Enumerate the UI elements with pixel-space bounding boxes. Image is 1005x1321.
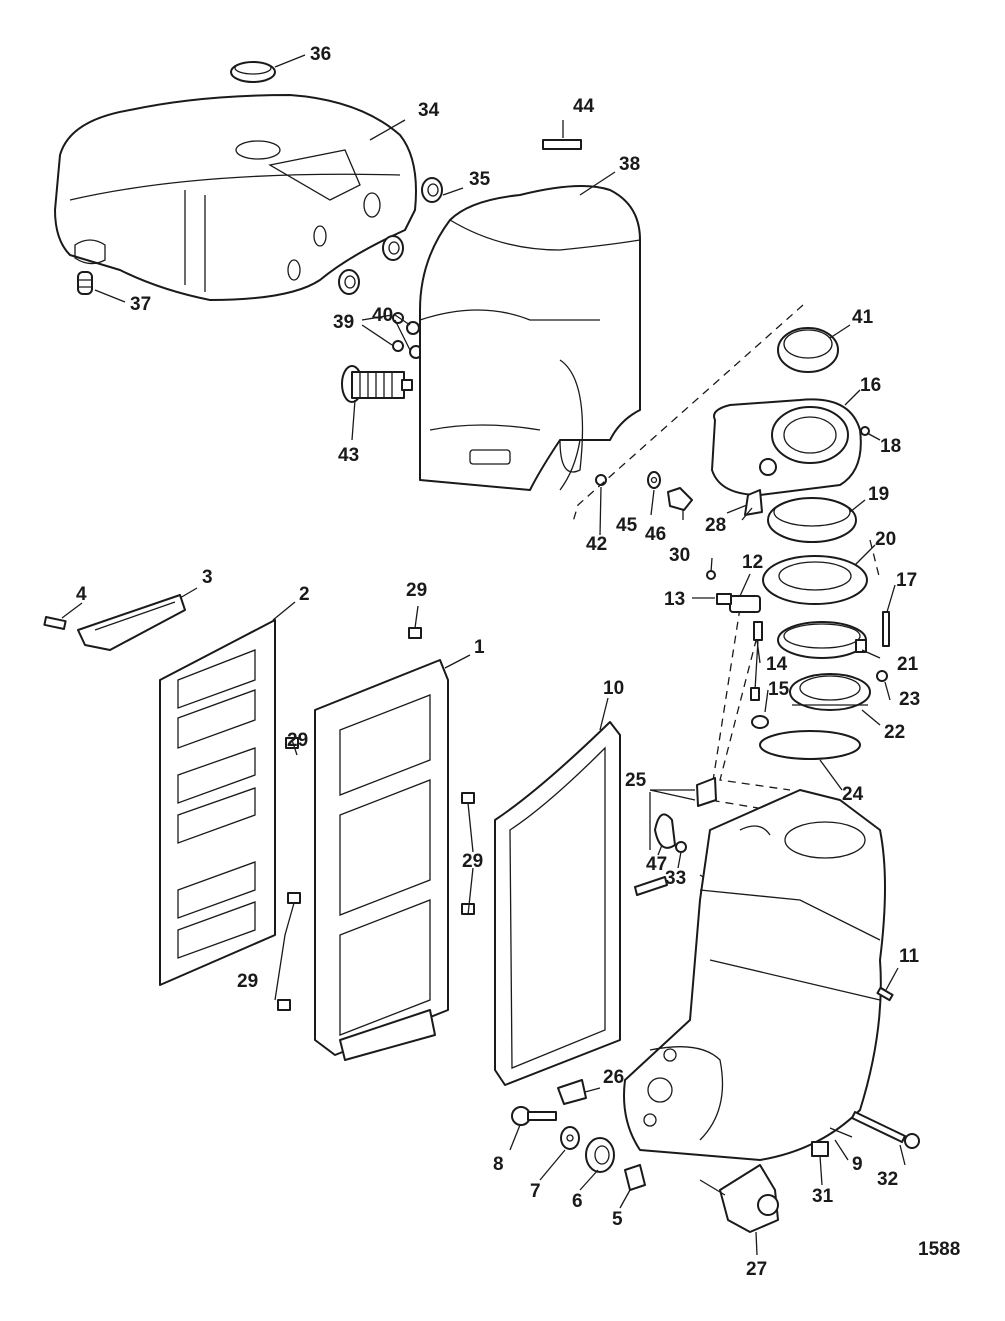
callout-5: 5	[612, 1209, 623, 1230]
callout-10: 10	[603, 678, 624, 699]
callout-38: 38	[619, 154, 640, 175]
callout-1: 1	[474, 637, 485, 658]
callout-14: 14	[766, 654, 788, 675]
clip-part-26[interactable]	[557, 1079, 587, 1105]
leader-lines	[61, 54, 906, 1256]
callout-36: 36	[310, 44, 331, 65]
gasket-part-10[interactable]	[494, 721, 621, 1086]
bolt-part-11[interactable]	[876, 986, 894, 1002]
assembly-dashed-lines	[571, 304, 886, 991]
callout-7: 7	[530, 1181, 541, 1202]
callout-labels: 1 2 3 4 5 6 7 8 9 10 11 12 13 14 15 16 1…	[76, 44, 960, 1280]
callout-3: 3	[202, 567, 213, 588]
callout-4: 4	[76, 584, 87, 605]
callout-39: 39	[333, 312, 354, 333]
callout-20: 20	[875, 529, 896, 550]
callout-43: 43	[338, 445, 359, 466]
bolt-part-17[interactable]	[882, 611, 890, 647]
filter-part-43[interactable]	[341, 365, 413, 403]
grommet-part-6[interactable]	[585, 1137, 615, 1173]
callout-41: 41	[852, 307, 874, 328]
oring-part-24[interactable]	[759, 730, 861, 760]
callout-17: 17	[896, 570, 917, 591]
sensor-parts-12-15[interactable]	[706, 570, 769, 729]
callout-2: 2	[299, 584, 310, 605]
callout-37: 37	[130, 294, 151, 315]
callout-47: 47	[646, 854, 667, 875]
upper-cover-part[interactable]	[54, 94, 417, 301]
figure-number: 1588	[918, 1239, 960, 1260]
callout-27: 27	[746, 1259, 767, 1280]
callout-40: 40	[372, 305, 393, 326]
callout-29-b: 29	[287, 730, 308, 751]
callout-19: 19	[868, 484, 889, 505]
tab-part-31[interactable]	[811, 1141, 829, 1157]
clamp-part-21[interactable]	[777, 621, 867, 659]
callout-35: 35	[469, 169, 491, 190]
callout-13: 13	[664, 589, 685, 610]
bolt-part-8[interactable]	[511, 1106, 557, 1126]
callout-42: 42	[586, 534, 607, 555]
callout-46: 46	[645, 524, 666, 545]
callout-25: 25	[625, 770, 647, 791]
callout-18: 18	[880, 436, 901, 457]
grommet-part-37[interactable]	[77, 271, 93, 295]
callout-15: 15	[768, 679, 790, 700]
callout-30: 30	[669, 545, 690, 566]
hardware-part-42-45-46[interactable]	[595, 471, 693, 511]
intake-manifold-part-1[interactable]	[314, 659, 449, 1061]
clips-part-25-47-33[interactable]	[634, 777, 717, 896]
gasket-part-2[interactable]	[159, 619, 276, 986]
callout-8: 8	[493, 1154, 504, 1175]
callout-12: 12	[742, 552, 763, 573]
bolt-part-4[interactable]	[43, 616, 67, 630]
housing-part-9[interactable]	[623, 789, 886, 1161]
throttle-body-part-16[interactable]	[711, 398, 862, 496]
grommets-part-35[interactable]	[338, 177, 443, 295]
callout-24: 24	[842, 784, 864, 805]
callout-23: 23	[899, 689, 920, 710]
bushing-part-5[interactable]	[624, 1164, 646, 1191]
ring-part-41[interactable]	[777, 327, 839, 373]
bracket-part-28[interactable]	[744, 489, 763, 516]
callout-16: 16	[860, 375, 881, 396]
callout-21: 21	[897, 654, 919, 675]
top-cap-part[interactable]	[230, 61, 276, 83]
callout-11: 11	[899, 946, 920, 967]
callout-32: 32	[877, 1169, 898, 1190]
callout-22: 22	[884, 722, 905, 743]
callout-34: 34	[418, 100, 440, 121]
reed-block-part-3[interactable]	[77, 594, 186, 651]
callout-29-d: 29	[237, 971, 258, 992]
screw-part-23[interactable]	[876, 670, 888, 682]
callout-26: 26	[603, 1067, 624, 1088]
callout-33: 33	[665, 868, 686, 889]
bolt-part-32[interactable]	[851, 1111, 920, 1149]
callout-6: 6	[572, 1191, 583, 1212]
callout-44: 44	[573, 96, 595, 117]
callout-31: 31	[812, 1186, 834, 1207]
callout-29-a: 29	[406, 580, 427, 601]
callout-9: 9	[852, 1154, 863, 1175]
callout-45: 45	[616, 515, 638, 536]
actuator-part-27[interactable]	[699, 1164, 779, 1233]
duct-part-22[interactable]	[789, 673, 871, 711]
label-part-44[interactable]	[542, 139, 582, 150]
washer-part-7[interactable]	[560, 1126, 580, 1150]
air-intake-cover-part[interactable]	[419, 185, 641, 491]
callout-28: 28	[705, 515, 726, 536]
fasteners-part-39-40[interactable]	[392, 312, 423, 359]
callout-29-c: 29	[462, 851, 483, 872]
adapter-plate-part-20[interactable]	[762, 555, 868, 605]
seal-part-19[interactable]	[767, 497, 857, 543]
